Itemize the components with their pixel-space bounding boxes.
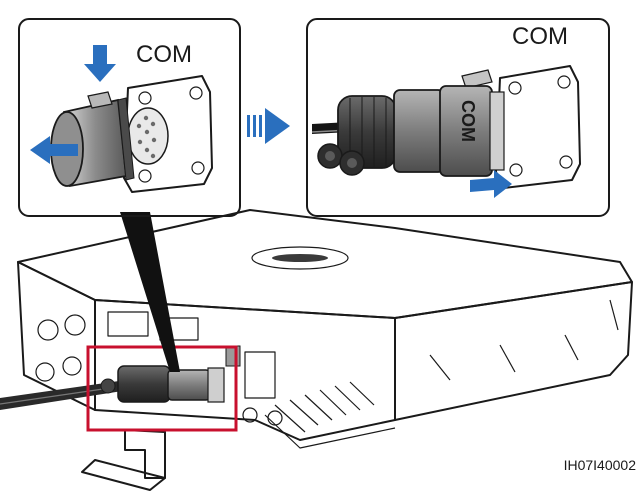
mounting-bracket: [81, 429, 166, 491]
installed-com-connector: [0, 365, 225, 410]
panel-remove-cap: COM: [18, 18, 241, 217]
arrow-right-icon: [470, 170, 512, 198]
connector-com-text: COM: [458, 100, 478, 142]
callout-pointer: [120, 212, 180, 372]
panel-insert-connector: COM COM: [306, 18, 610, 217]
highlight-frame: [86, 345, 238, 432]
arrow-left-icon: [30, 136, 78, 164]
panel-right-label: COM: [512, 23, 568, 50]
inverter-device: [0, 209, 633, 491]
triple-bar-arrow-icon: [247, 108, 290, 144]
figure-code: IH07I40002: [564, 457, 637, 473]
cooling-fins: [264, 381, 396, 449]
panel-left-label: COM: [136, 41, 192, 68]
arrow-down-icon: [84, 45, 116, 82]
